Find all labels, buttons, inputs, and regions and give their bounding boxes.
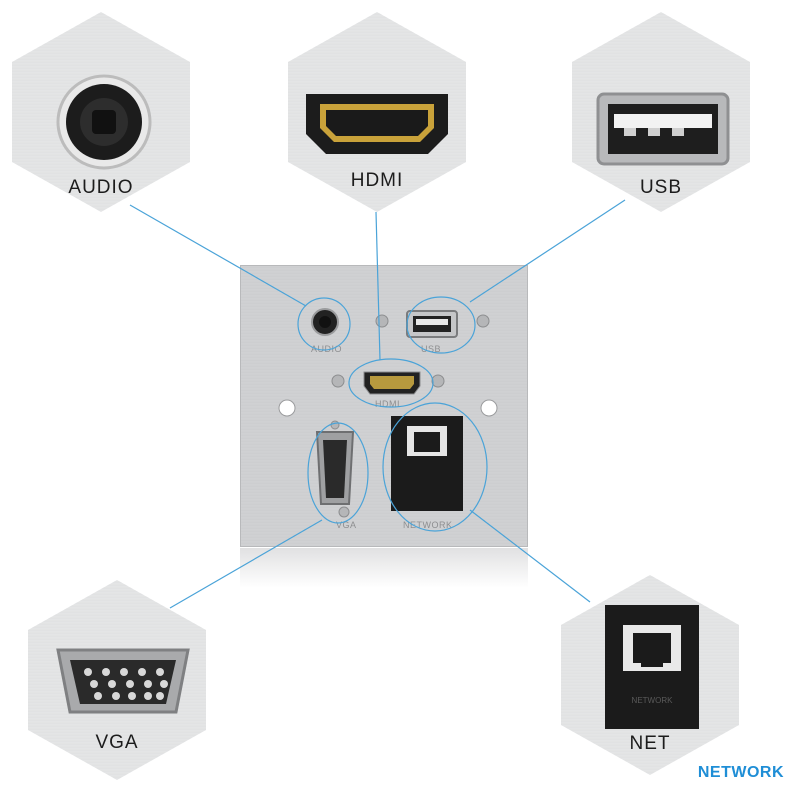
plate-reflection (240, 548, 528, 588)
plate-label-vga: VGA (336, 520, 357, 530)
usb-callout: USB (572, 12, 750, 212)
net-label: NET (629, 733, 671, 754)
hdmi-label: HDMI (350, 170, 404, 191)
net-port-marking: NETWORK (632, 696, 674, 705)
vga-port-icon (56, 648, 190, 714)
brand-label: NETWORK (697, 764, 784, 781)
hdmi-port-icon (306, 94, 448, 154)
audio-label: AUDIO (68, 177, 134, 198)
usb-port-icon (596, 92, 730, 166)
plate-screws (278, 308, 498, 518)
plate-label-hdmi: HDMI (375, 399, 400, 409)
plate-label-audio: AUDIO (311, 344, 343, 354)
vga-label: VGA (95, 732, 139, 753)
plate-label-network: NETWORK (403, 520, 453, 530)
audio-jack-icon (56, 74, 152, 170)
plate-label-usb: USB (421, 344, 442, 354)
ethernet-port-icon: NETWORK (605, 605, 699, 729)
usb-label: USB (639, 177, 683, 198)
